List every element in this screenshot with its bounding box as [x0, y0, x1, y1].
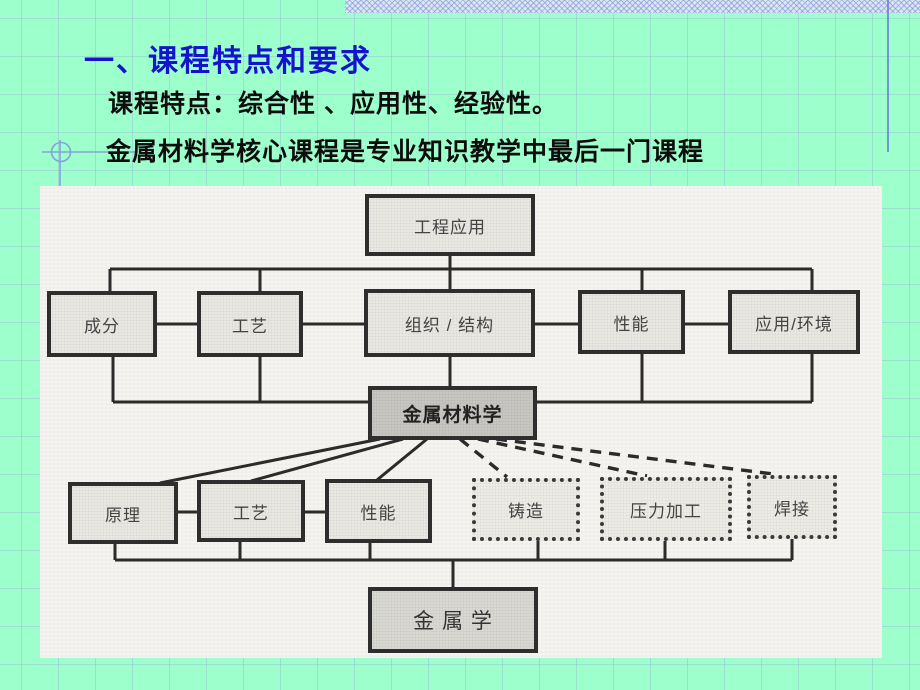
- box-properties-2: 性能: [325, 479, 432, 543]
- vertical-guide-line: [887, 0, 889, 152]
- body-line-2: 金属材料学核心课程是专业知识教学中最后一门课程: [106, 138, 705, 166]
- box-welding: 焊接: [747, 475, 837, 539]
- box-label: 组织 / 结构: [404, 315, 495, 335]
- box-process: 工艺: [197, 291, 303, 357]
- box-label: 性能: [360, 503, 397, 523]
- box-label: 成分: [84, 316, 120, 336]
- box-process-2: 工艺: [197, 480, 305, 542]
- box-principle: 原理: [68, 482, 178, 544]
- connector-lines: [108, 256, 814, 588]
- box-application-environment: 应用/环境: [728, 290, 860, 354]
- box-label: 原理: [105, 505, 141, 525]
- box-label: 工艺: [232, 316, 268, 336]
- box-label: 铸造: [508, 502, 544, 521]
- box-label: 工程应用: [414, 217, 486, 237]
- box-metal-materials-science: 金属材料学: [368, 386, 537, 440]
- box-label: 应用/环境: [755, 314, 833, 334]
- box-label: 工艺: [233, 503, 269, 523]
- body-line-1: 课程特点：综合性 、应用性、经验性。: [108, 90, 558, 118]
- box-composition: 成分: [47, 291, 157, 357]
- box-engineering-application: 工程应用: [365, 194, 535, 256]
- box-label: 压力加工: [630, 501, 702, 521]
- slide-title: 一、课程特点和要求: [84, 45, 372, 78]
- box-pressure-working: 压力加工: [600, 477, 732, 541]
- box-structure: 组织 / 结构: [364, 289, 535, 357]
- diagram-panel: 工程应用 成分 工艺 组织 / 结构 性能 应用/环境 金属材料学 原理 工艺: [40, 186, 882, 658]
- box-casting: 铸造: [472, 478, 580, 541]
- box-label: 金属材料学: [402, 404, 503, 426]
- box-label: 性能: [613, 314, 650, 334]
- box-label: 金 属 学: [413, 610, 493, 633]
- compass-mark-decoration: [42, 140, 137, 188]
- box-label: 焊接: [774, 499, 810, 519]
- crosshatch-band-decoration: [345, 0, 920, 13]
- box-properties: 性能: [578, 290, 685, 354]
- box-metallography: 金 属 学: [368, 587, 538, 653]
